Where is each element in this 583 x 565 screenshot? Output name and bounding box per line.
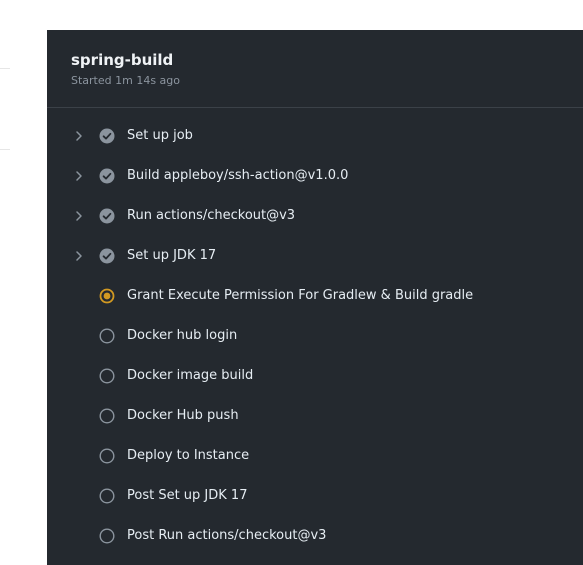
pending-circle-icon [98,447,116,465]
step-label: Set up JDK 17 [127,248,217,263]
step-label: Set up job [127,128,193,143]
step-row[interactable]: Post Set up JDK 17 [47,476,583,516]
step-label: Docker image build [127,368,254,383]
check-circle-icon [98,167,116,185]
step-label: Post Run actions/checkout@v3 [127,528,327,543]
job-header: spring-build Started 1m 14s ago [47,30,583,108]
check-circle-icon [98,127,116,145]
pending-circle-icon [98,367,116,385]
step-label: Post Set up JDK 17 [127,488,248,503]
job-log-panel: spring-build Started 1m 14s ago Set up j… [47,30,583,565]
pending-circle-icon [98,407,116,425]
left-divider-top [0,68,10,69]
chevron-right-icon[interactable] [74,129,84,143]
step-row[interactable]: Set up job [47,116,583,156]
steps-list: Set up job Build appleboy/ssh-action@v1.… [47,116,583,556]
step-label: Docker Hub push [127,408,239,423]
step-row[interactable]: Run actions/checkout@v3 [47,196,583,236]
left-divider-bottom [0,149,10,150]
step-row[interactable]: Docker image build [47,356,583,396]
chevron-right-icon[interactable] [74,169,84,183]
chevron-right-icon[interactable] [74,249,84,263]
step-label: Deploy to Instance [127,448,250,463]
step-row[interactable]: Post Run actions/checkout@v3 [47,516,583,556]
step-label: Grant Execute Permission For Gradlew & B… [127,288,474,303]
step-label: Run actions/checkout@v3 [127,208,296,223]
step-row[interactable]: Deploy to Instance [47,436,583,476]
job-started-time: Started 1m 14s ago [71,74,181,87]
job-title: spring-build [71,51,174,69]
step-row[interactable]: Grant Execute Permission For Gradlew & B… [47,276,583,316]
step-row[interactable]: Docker Hub push [47,396,583,436]
check-circle-icon [98,247,116,265]
step-label: Build appleboy/ssh-action@v1.0.0 [127,168,349,183]
pending-circle-icon [98,487,116,505]
check-circle-icon [98,207,116,225]
step-row[interactable]: Set up JDK 17 [47,236,583,276]
pending-circle-icon [98,327,116,345]
step-row[interactable]: Docker hub login [47,316,583,356]
chevron-right-icon[interactable] [74,209,84,223]
in-progress-icon [98,287,116,305]
step-row[interactable]: Build appleboy/ssh-action@v1.0.0 [47,156,583,196]
step-label: Docker hub login [127,328,238,343]
pending-circle-icon [98,527,116,545]
